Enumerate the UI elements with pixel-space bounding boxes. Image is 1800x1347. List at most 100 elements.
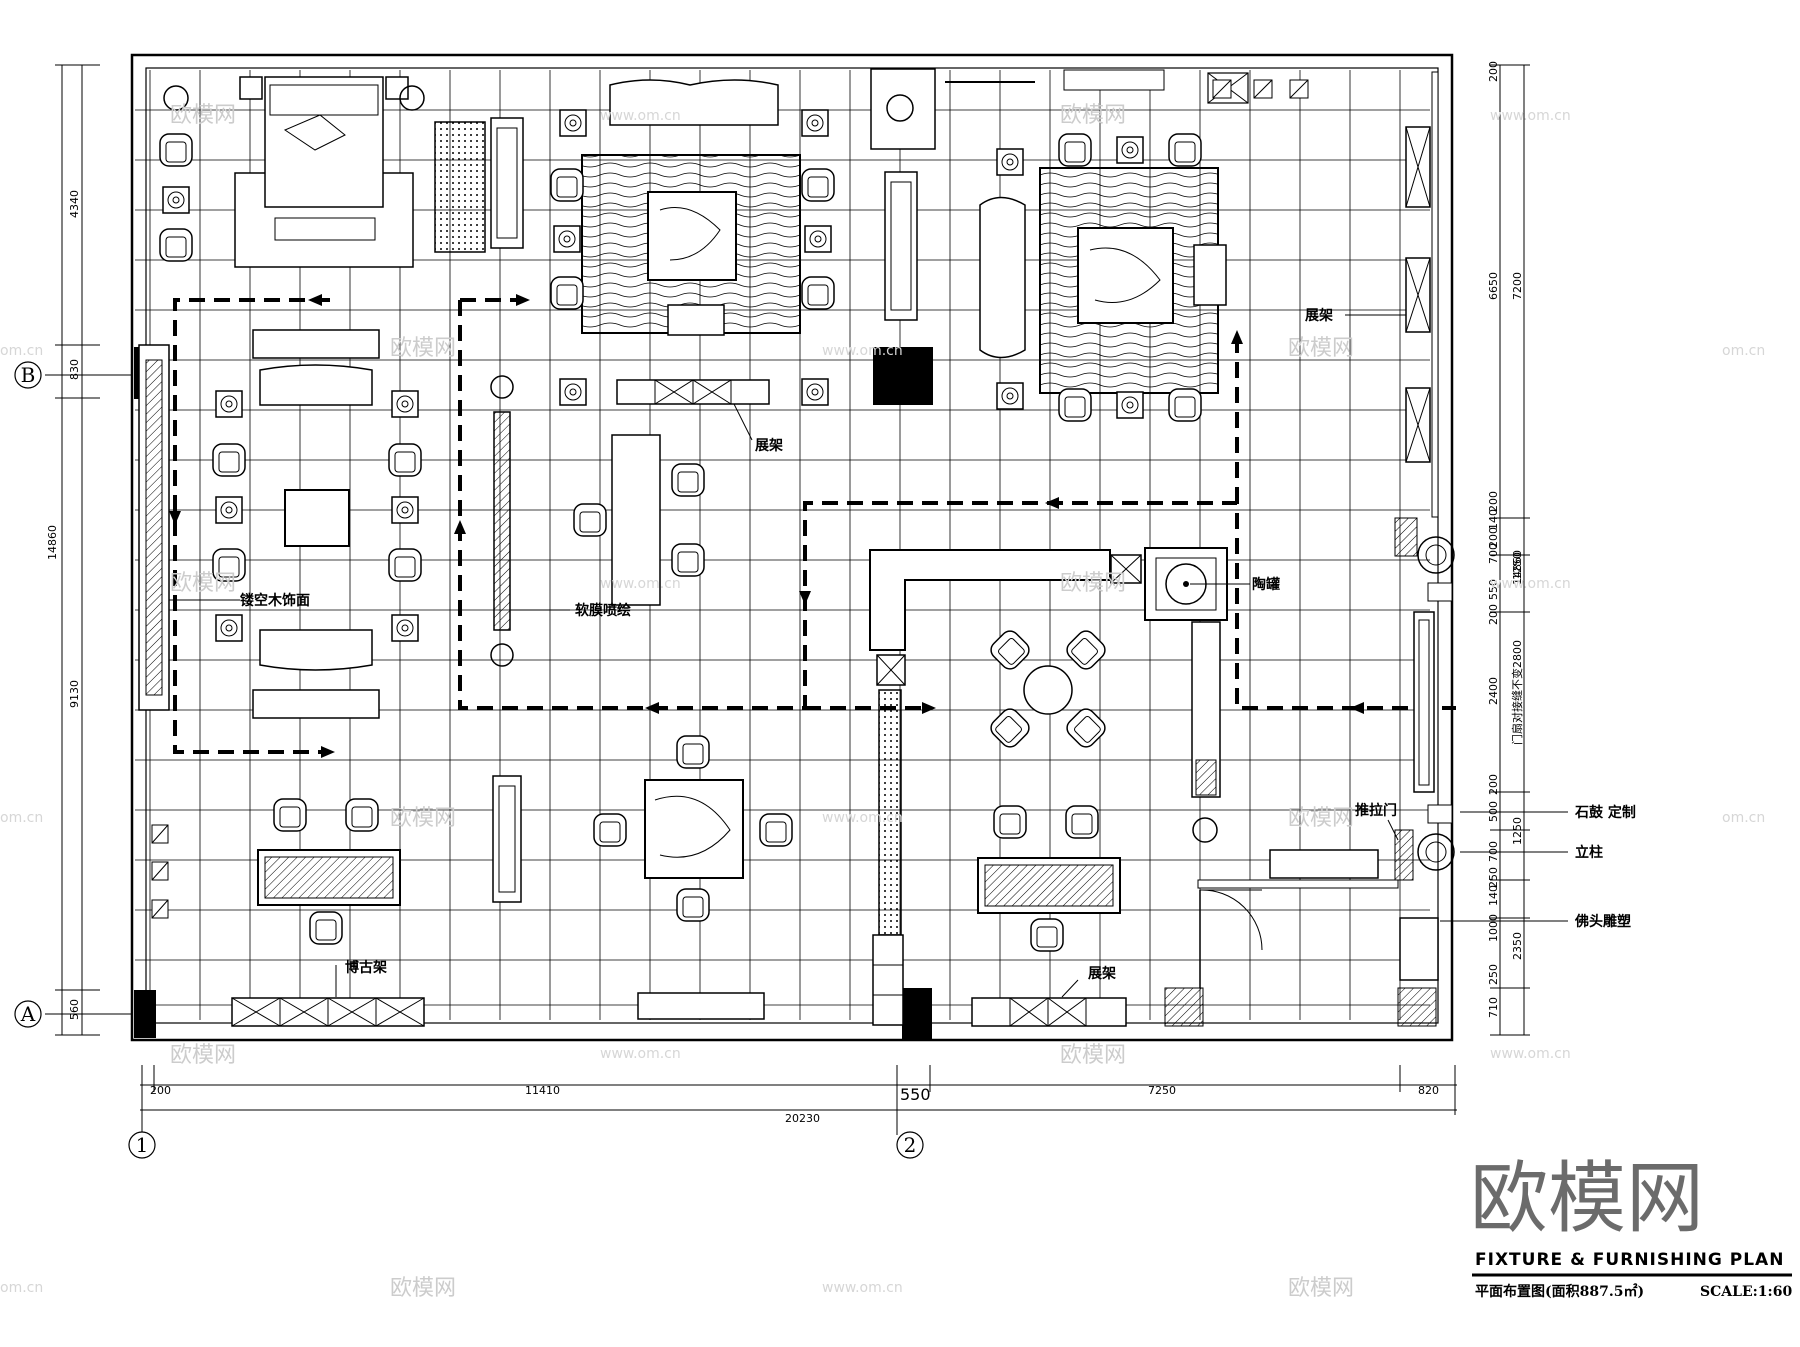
- dim-left-1: 4340: [68, 190, 81, 218]
- annotation-labels: 展架 镂空木饰面 软膜喷绘 陶罐 展架 推拉门 石鼓 定制 立柱 佛头雕塑 博古…: [240, 307, 1636, 982]
- dim-right-16: 700: [1487, 841, 1500, 862]
- dim-right-9: 550: [1487, 579, 1500, 600]
- dim-right-2: 6650: [1487, 272, 1500, 300]
- dim-right-18: 250: [1487, 867, 1500, 888]
- dim-left-2: 830: [68, 359, 81, 380]
- leader-lines: [169, 314, 1568, 998]
- axis-label-1: 1: [136, 1133, 149, 1157]
- axis-label-b: B: [21, 363, 36, 387]
- lower-middle-set: [492, 735, 793, 1020]
- l-counter: [869, 549, 1142, 1026]
- column-box-top: [870, 68, 1035, 321]
- dim-left-4: 560: [68, 999, 81, 1020]
- dim-right-15: 500: [1487, 801, 1500, 822]
- watermark-text: 欧模网: [390, 336, 456, 361]
- dim-right-13: 200: [1487, 774, 1500, 795]
- dim-right-17: 1250: [1511, 817, 1524, 845]
- dim-right-7: 700: [1487, 543, 1500, 564]
- plan-title: FIXTURE & FURNISHING PLAN: [1475, 1250, 1784, 1270]
- watermark-domain: om.cn: [0, 810, 43, 826]
- soft-film-screen: [490, 375, 514, 667]
- watermark-url: www.om.cn: [1490, 108, 1571, 124]
- dim-right-12: 门扇对接缝不变2800: [1510, 640, 1524, 745]
- watermark-text: 欧模网: [1288, 336, 1354, 361]
- dim-right-3: 7200: [1511, 272, 1524, 300]
- dim-bottom-1: 200: [150, 1084, 171, 1097]
- watermarks: 欧模网 www.om.cn 欧模网 www.om.cn om.cn 欧模网 ww…: [0, 103, 1765, 1301]
- dim-right-23: 710: [1487, 997, 1500, 1018]
- label-pottery-jar: 陶罐: [1252, 576, 1280, 593]
- center-long-table: [573, 434, 705, 606]
- dimension-lines: [45, 64, 1530, 1135]
- label-display-shelf-2: 展架: [1305, 307, 1333, 324]
- axis-labels: B A 1 2: [20, 363, 917, 1157]
- dim-right-4: 200: [1487, 491, 1500, 512]
- watermark-text: 欧模网: [1060, 571, 1126, 596]
- dim-right-14: 14860: [1511, 550, 1524, 585]
- dim-bottom-2: 11410: [525, 1084, 560, 1097]
- dim-right-10: 200: [1487, 604, 1500, 625]
- dining-set-top-left: [550, 79, 835, 406]
- watermark-text: 欧模网: [1288, 806, 1354, 831]
- display-shelf-top: [616, 379, 770, 405]
- dim-right-8: 1250: [1511, 552, 1524, 580]
- label-soft-film: 软膜喷绘: [575, 602, 631, 619]
- dining-set-top-right: [979, 69, 1249, 422]
- watermark-text: 欧模网: [1060, 103, 1126, 128]
- dim-right-1: 200: [1487, 61, 1500, 82]
- path-arrows: [169, 294, 1364, 758]
- circulation-path: [173, 298, 1456, 754]
- watermark-url: www.om.cn: [822, 1280, 903, 1296]
- watermark-domain: om.cn: [1722, 343, 1765, 359]
- bed-area: [159, 76, 524, 268]
- right-wall-shelves: [1405, 71, 1439, 518]
- dim-right-11: 2400: [1487, 677, 1500, 705]
- dim-left-3: 9130: [68, 680, 81, 708]
- dim-left-total: 14860: [46, 525, 59, 560]
- watermark-url: www.om.cn: [600, 1046, 681, 1062]
- dim-right-19: 140: [1487, 885, 1500, 906]
- label-display-shelf-1: 展架: [755, 437, 783, 454]
- watermark-domain: om.cn: [1722, 810, 1765, 826]
- watermark-text: 欧模网: [390, 806, 456, 831]
- watermark-text: 欧模网: [390, 1276, 456, 1301]
- dim-right-21: 2350: [1511, 932, 1524, 960]
- plan-subtitle: 平面布置图(面积887.5㎡): [1475, 1283, 1644, 1300]
- watermark-domain: om.cn: [0, 1280, 43, 1296]
- label-buddha-head: 佛头雕塑: [1574, 913, 1631, 930]
- plan-scale: SCALE:1:60: [1700, 1284, 1792, 1300]
- dim-bottom-3: 550: [900, 1085, 931, 1104]
- watermark-url: www.om.cn: [822, 810, 903, 826]
- watermark-text: 欧模网: [170, 1043, 236, 1068]
- dim-right-20: 1000: [1487, 914, 1500, 942]
- title-block: FIXTURE & FURNISHING PLAN 平面布置图(面积887.5㎡…: [1472, 1250, 1792, 1300]
- small-boxes-top: [1212, 79, 1309, 99]
- axis-label-a: A: [20, 1002, 36, 1026]
- axis-bubbles: [14, 361, 924, 1159]
- watermark-text: 欧模网: [1288, 1276, 1354, 1301]
- watermark-text: 欧模网: [1060, 1043, 1126, 1068]
- lower-left-set: [151, 798, 425, 1027]
- dim-bottom-4: 7250: [1148, 1084, 1176, 1097]
- watermark-url: www.om.cn: [1490, 1046, 1571, 1062]
- pottery-jar-pedestal: [1144, 547, 1228, 843]
- lower-right-set: [971, 805, 1127, 1027]
- dim-right-6: 200: [1487, 527, 1500, 548]
- watermark-domain: om.cn: [0, 343, 43, 359]
- label-sliding-door: 推拉门: [1355, 802, 1397, 819]
- round-table-set: [986, 626, 1110, 752]
- brand-logo: 欧模网: [1470, 1154, 1704, 1244]
- label-antique-shelf: 博古架: [345, 959, 387, 976]
- axis-label-2: 2: [904, 1133, 917, 1157]
- dim-bottom-total: 20230: [785, 1112, 820, 1125]
- living-set-left: [138, 329, 422, 719]
- dimension-texts: 200 11410 550 7250 820 20230 4340 830 14…: [46, 61, 1524, 1125]
- label-stone-drum: 石鼓 定制: [1574, 804, 1636, 821]
- structural-columns: [134, 347, 933, 1040]
- watermark-url: www.om.cn: [600, 576, 681, 592]
- label-display-shelf-3: 展架: [1088, 965, 1116, 982]
- label-hollow-wood: 镂空木饰面: [240, 592, 310, 609]
- watermark-url: www.om.cn: [1490, 576, 1571, 592]
- dim-right-5: 140: [1487, 509, 1500, 530]
